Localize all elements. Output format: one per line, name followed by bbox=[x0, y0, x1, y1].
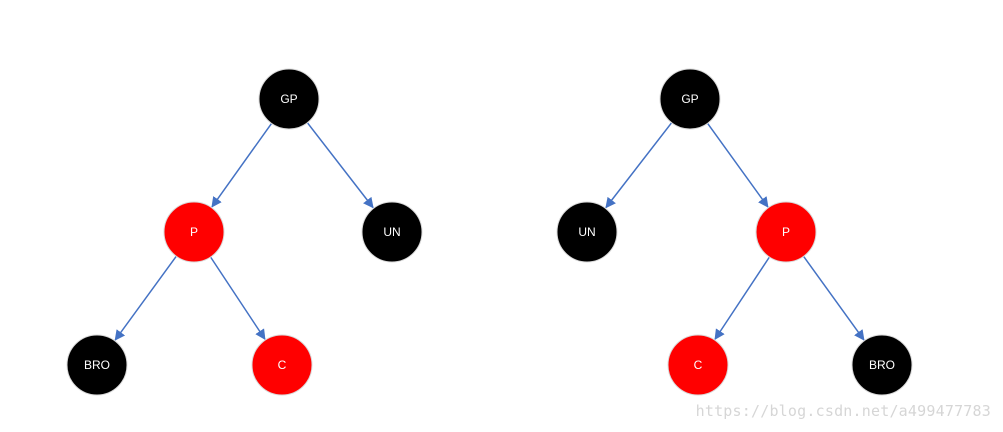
node-label-right-p: P bbox=[782, 225, 790, 239]
node-label-left-c: C bbox=[278, 358, 287, 372]
node-left-p: P bbox=[163, 201, 225, 263]
node-circle-right-c bbox=[667, 334, 729, 396]
node-label-right-bro: BRO bbox=[869, 358, 895, 372]
edge-left-gp-to-p bbox=[211, 122, 273, 208]
edge-left-p-to-c bbox=[209, 256, 266, 341]
edge-left-p-to-bro bbox=[114, 255, 177, 341]
node-circle-right-gp bbox=[659, 68, 721, 130]
node-circle-left-p bbox=[163, 201, 225, 263]
node-left-bro: BRO bbox=[66, 334, 128, 396]
node-circle-right-un bbox=[556, 201, 618, 263]
node-circle-left-c bbox=[251, 334, 313, 396]
node-label-left-un: UN bbox=[383, 225, 400, 239]
watermark-text: https://blog.csdn.net/a499477783 bbox=[695, 402, 991, 420]
node-label-left-bro: BRO bbox=[84, 358, 110, 372]
node-circle-left-gp bbox=[258, 68, 320, 130]
node-right-un: UN bbox=[556, 201, 618, 263]
node-label-right-c: C bbox=[694, 358, 703, 372]
node-circle-right-bro bbox=[851, 334, 913, 396]
node-left-un: UN bbox=[361, 201, 423, 263]
node-label-left-gp: GP bbox=[280, 92, 297, 106]
node-right-gp: GP bbox=[659, 68, 721, 130]
edge-right-p-to-bro bbox=[802, 255, 865, 341]
edge-right-gp-to-p bbox=[706, 122, 769, 208]
node-label-right-gp: GP bbox=[681, 92, 698, 106]
edge-right-gp-to-un bbox=[605, 122, 673, 209]
node-label-right-un: UN bbox=[578, 225, 595, 239]
edge-right-p-to-c bbox=[714, 256, 771, 341]
node-circle-left-bro bbox=[66, 334, 128, 396]
node-circle-right-p bbox=[755, 201, 817, 263]
edge-left-gp-to-un bbox=[306, 122, 374, 209]
node-right-c: C bbox=[667, 334, 729, 396]
node-right-p: P bbox=[755, 201, 817, 263]
node-label-left-p: P bbox=[190, 225, 198, 239]
node-left-c: C bbox=[251, 334, 313, 396]
node-circle-left-un bbox=[361, 201, 423, 263]
node-left-gp: GP bbox=[258, 68, 320, 130]
node-right-bro: BRO bbox=[851, 334, 913, 396]
